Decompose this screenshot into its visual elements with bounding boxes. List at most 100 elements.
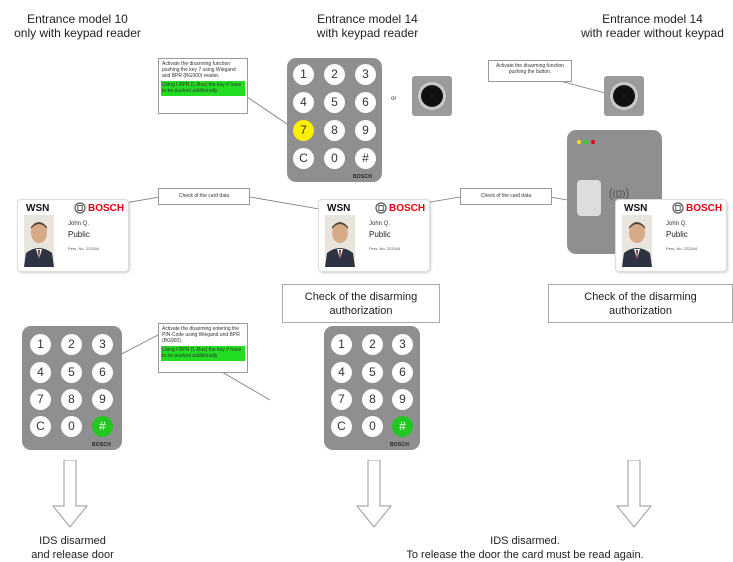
key-7[interactable]: 7 bbox=[331, 389, 352, 410]
key-3[interactable]: 3 bbox=[92, 334, 113, 355]
column-title: Entrance model 10 bbox=[27, 12, 128, 26]
note-disarm-pin: Activate the disarming entering the PIN-… bbox=[158, 323, 248, 373]
card-pers-no: Pers. No. 223344 bbox=[68, 246, 100, 251]
card-brand: BOSCH bbox=[88, 203, 125, 214]
column-subtitle: with reader without keypad bbox=[581, 26, 724, 40]
key-c[interactable]: C bbox=[331, 416, 352, 437]
card-brand: BOSCH bbox=[389, 203, 426, 214]
note-text: Activate the disarming function pushing … bbox=[162, 61, 236, 79]
key-7[interactable]: 7 bbox=[30, 389, 51, 410]
key-5[interactable]: 5 bbox=[362, 362, 383, 383]
card-slot bbox=[577, 180, 601, 216]
led-yellow bbox=[577, 140, 581, 144]
result-line1: IDS disarmed bbox=[39, 535, 106, 547]
disarm-button-1[interactable] bbox=[412, 76, 452, 116]
column-title: Entrance model 14 bbox=[317, 12, 418, 26]
key-0[interactable]: 0 bbox=[324, 148, 345, 169]
auth-line1: Check of the disarming bbox=[584, 291, 697, 303]
note-card-data-right: Check of the card data bbox=[460, 188, 552, 205]
column-header-model10: Entrance model 10 only with keypad reade… bbox=[0, 12, 155, 40]
down-arrow-icon bbox=[52, 460, 88, 528]
result-left: IDS disarmed and release door bbox=[0, 534, 145, 562]
card-pers-no: Pers. No. 223344 bbox=[369, 246, 401, 251]
card-name-line2: Public bbox=[666, 230, 688, 239]
note-disarm-key7: Activate the disarming function pushing … bbox=[158, 58, 248, 114]
card-name-line1: John Q. bbox=[68, 221, 90, 227]
key-5[interactable]: 5 bbox=[61, 362, 82, 383]
key-hash[interactable]: # bbox=[355, 148, 376, 169]
keypad-brand: BOSCH bbox=[92, 442, 112, 448]
key-2[interactable]: 2 bbox=[324, 64, 345, 85]
key-8[interactable]: 8 bbox=[324, 120, 345, 141]
result-line2: To release the door the card must be rea… bbox=[406, 549, 644, 561]
portrait-photo bbox=[622, 215, 652, 267]
key-9[interactable]: 9 bbox=[392, 389, 413, 410]
keypad-left: 1 2 3 4 5 6 7 8 9 C 0 # BOSCH bbox=[22, 326, 122, 450]
card-wsn: WSN bbox=[26, 203, 50, 214]
auth-box-middle: Check of the disarming authorization bbox=[282, 284, 440, 323]
button-core bbox=[421, 85, 443, 107]
auth-box-right: Check of the disarming authorization bbox=[548, 284, 733, 323]
card-name-line2: Public bbox=[68, 230, 90, 239]
auth-line2: authorization bbox=[329, 305, 393, 317]
key-c[interactable]: C bbox=[293, 148, 314, 169]
id-card-middle: WSN BOSCH John Q. Public Pers. No. 22334… bbox=[319, 200, 429, 271]
note-green-text: Using I-BPR (L-Bus) the key # have to be… bbox=[161, 81, 245, 96]
column-title: Entrance model 14 bbox=[602, 12, 703, 26]
note-disarm-button: Activate the disarming function pushing … bbox=[488, 60, 572, 82]
card-pers-no: Pers. No. 223344 bbox=[666, 246, 698, 251]
down-arrow-icon bbox=[616, 460, 652, 528]
note-card-data-left: Check of the card data bbox=[158, 188, 250, 205]
auth-line1: Check of the disarming bbox=[304, 291, 418, 303]
key-hash-highlighted[interactable]: # bbox=[392, 416, 413, 437]
key-9[interactable]: 9 bbox=[92, 389, 113, 410]
key-4[interactable]: 4 bbox=[30, 362, 51, 383]
key-4[interactable]: 4 bbox=[293, 92, 314, 113]
keypad-middle: 1 2 3 4 5 6 7 8 9 C 0 # BOSCH bbox=[324, 326, 420, 450]
key-1[interactable]: 1 bbox=[293, 64, 314, 85]
portrait-photo bbox=[325, 215, 355, 267]
auth-line2: authorization bbox=[609, 305, 672, 317]
bosch-logo-icon bbox=[74, 202, 86, 214]
key-0[interactable]: 0 bbox=[61, 416, 82, 437]
key-6[interactable]: 6 bbox=[355, 92, 376, 113]
keypad-top: 1 2 3 4 5 6 7 8 9 C 0 # BOSCH bbox=[287, 58, 382, 182]
portrait-photo bbox=[24, 215, 54, 267]
key-9[interactable]: 9 bbox=[355, 120, 376, 141]
card-name-line2: Public bbox=[369, 230, 391, 239]
key-5[interactable]: 5 bbox=[324, 92, 345, 113]
key-2[interactable]: 2 bbox=[362, 334, 383, 355]
key-7-highlighted[interactable]: 7 bbox=[293, 120, 314, 141]
contactless-icon bbox=[609, 187, 629, 201]
bosch-logo-icon bbox=[375, 202, 387, 214]
key-6[interactable]: 6 bbox=[392, 362, 413, 383]
button-core bbox=[613, 85, 635, 107]
note-green-text: Using I-BPR (L-Bus) the key # have to be… bbox=[161, 346, 245, 361]
led-red bbox=[591, 140, 595, 144]
bosch-logo-icon bbox=[672, 202, 684, 214]
key-hash-highlighted[interactable]: # bbox=[92, 416, 113, 437]
keypad-brand: BOSCH bbox=[390, 442, 410, 448]
key-c[interactable]: C bbox=[30, 416, 51, 437]
key-3[interactable]: 3 bbox=[392, 334, 413, 355]
key-2[interactable]: 2 bbox=[61, 334, 82, 355]
key-4[interactable]: 4 bbox=[331, 362, 352, 383]
led-green bbox=[584, 140, 588, 144]
key-8[interactable]: 8 bbox=[61, 389, 82, 410]
id-card-left: WSN BOSCH John Q. Public Pers. No. 22334… bbox=[18, 200, 128, 271]
key-1[interactable]: 1 bbox=[331, 334, 352, 355]
down-arrow-icon bbox=[356, 460, 392, 528]
disarm-button-2[interactable] bbox=[604, 76, 644, 116]
key-6[interactable]: 6 bbox=[92, 362, 113, 383]
card-name-line1: John Q. bbox=[666, 221, 688, 227]
column-subtitle: only with keypad reader bbox=[14, 26, 141, 40]
key-8[interactable]: 8 bbox=[362, 389, 383, 410]
card-wsn: WSN bbox=[327, 203, 351, 214]
id-card-right: WSN BOSCH John Q. Public Pers. No. 22334… bbox=[616, 200, 726, 271]
key-0[interactable]: 0 bbox=[362, 416, 383, 437]
note-text: Activate the disarming entering the PIN-… bbox=[162, 326, 240, 344]
key-1[interactable]: 1 bbox=[30, 334, 51, 355]
key-3[interactable]: 3 bbox=[355, 64, 376, 85]
card-name-line1: John Q. bbox=[369, 221, 391, 227]
column-subtitle: with keypad reader bbox=[316, 26, 419, 40]
